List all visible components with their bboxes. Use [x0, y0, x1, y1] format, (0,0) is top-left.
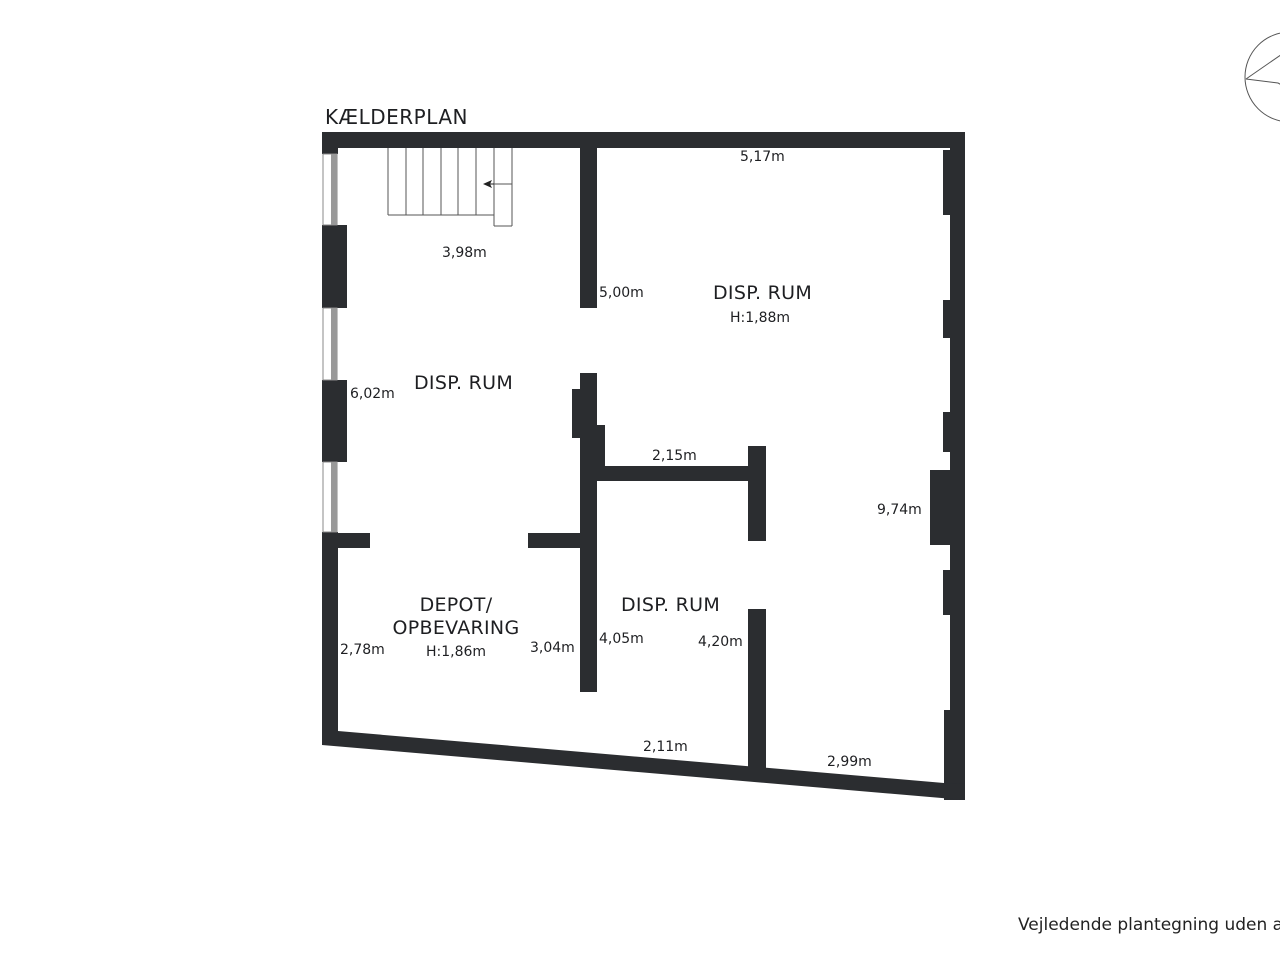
footer-note: Vejledende plantegning uden a: [1018, 915, 1280, 935]
dim-top-right: 5,17m: [740, 149, 785, 165]
dim-bottom-middle: 2,11m: [643, 739, 688, 755]
dim-upper-partition: 5,00m: [599, 285, 644, 301]
partition-lower: [748, 609, 766, 771]
depot-stub-left: [338, 533, 370, 548]
windows: [322, 153, 338, 533]
walls: [322, 132, 965, 800]
room-label-depot-line2: OPBEVARING: [392, 617, 520, 639]
left-pier-1: [322, 225, 347, 308]
room-label-depot: DEPOT/ OPBEVARING: [389, 594, 523, 640]
stair-arrow-icon: [483, 180, 492, 188]
plan-title: KÆLDERPLAN: [325, 105, 468, 129]
right-wall: [930, 132, 965, 800]
dim-mid-partition: 2,15m: [652, 448, 697, 464]
top-wall: [322, 132, 965, 148]
room-height-depot: H:1,86m: [426, 644, 487, 660]
north-arrow-icon: [1244, 32, 1280, 122]
left-wall-top: [322, 132, 338, 154]
dim-middle-right: 4,20m: [698, 634, 743, 650]
left-wall-bottom: [322, 532, 338, 745]
partition-horizontal: [597, 466, 748, 481]
partition-bump-left: [572, 389, 582, 438]
staircase: [387, 148, 513, 227]
room-height-upper-right: H:1,88m: [730, 310, 791, 326]
room-label-upper-right: DISP. RUM: [713, 282, 813, 304]
left-pier-2: [322, 380, 347, 462]
partition-middle: [580, 373, 597, 692]
room-label-depot-line1: DEPOT/: [419, 594, 493, 616]
partition-t-vertical: [748, 446, 766, 541]
room-label-middle: DISP. RUM: [621, 594, 721, 616]
partition-upper: [580, 148, 597, 308]
dim-depot-right: 3,04m: [530, 640, 575, 656]
dim-left-room: 6,02m: [350, 386, 395, 402]
room-label-left: DISP. RUM: [414, 372, 514, 394]
partition-bump-right: [595, 425, 605, 466]
bottom-wall: [322, 730, 965, 800]
dim-bottom-right: 2,99m: [827, 754, 872, 770]
dim-middle-left: 4,05m: [599, 631, 644, 647]
dim-depot-left: 2,78m: [340, 642, 385, 658]
dim-right-wall: 9,74m: [877, 502, 922, 518]
depot-stub-right: [528, 533, 580, 548]
dim-stair-area: 3,98m: [442, 245, 487, 261]
